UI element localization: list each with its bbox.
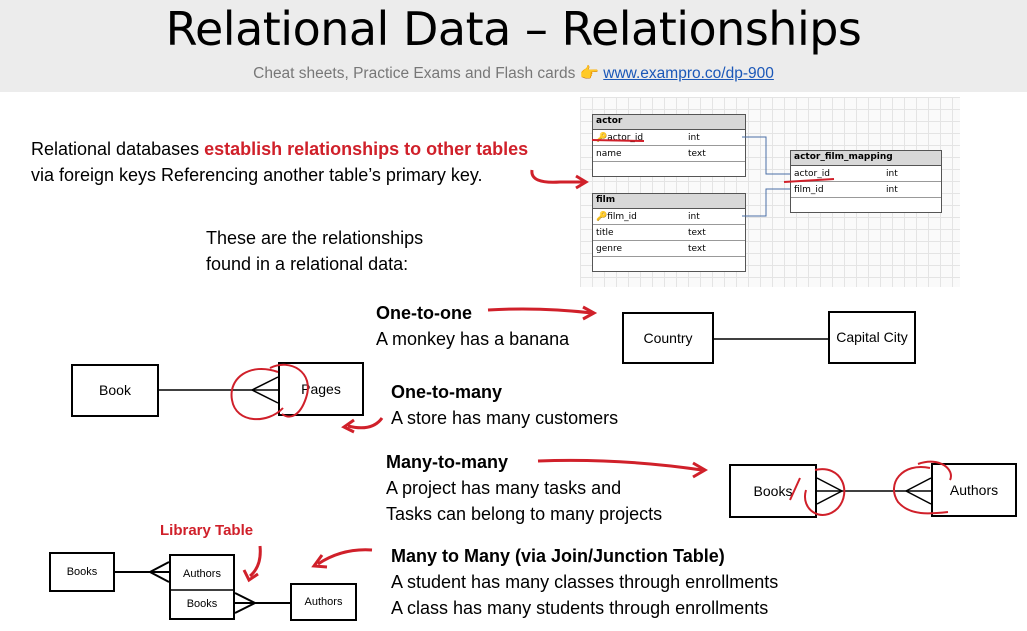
er-row: actor_id int — [791, 166, 941, 182]
er-table-film: film 🔑film_id int title text genre text — [592, 193, 746, 272]
page-title: Relational Data – Relationships — [165, 2, 862, 56]
red-circle — [892, 460, 952, 515]
junction-title: Many to Many (via Join/Junction Table) — [391, 546, 725, 566]
red-arrowhead — [575, 174, 589, 190]
entity-books: Books — [729, 464, 817, 518]
er-field: film_id — [607, 211, 637, 222]
er-row: 🔑film_id int — [593, 209, 745, 225]
er-type: text — [688, 243, 706, 254]
entity-capital-city: Capital City — [828, 311, 916, 364]
entity-authors-small: Authors — [290, 583, 357, 621]
crows-foot — [251, 376, 279, 404]
er-type: int — [886, 168, 898, 179]
er-field: actor_id — [794, 168, 830, 179]
one-to-many-desc: A store has many customers — [391, 408, 619, 428]
red-underline — [591, 139, 645, 142]
library-table-label: Library Table — [160, 522, 254, 539]
key-icon: 🔑 — [596, 211, 608, 222]
er-field: actor_id — [607, 132, 644, 143]
relationships-intro-2: found in a relational data: — [206, 254, 409, 274]
subtitle: Cheat sheets, Practice Exams and Flash c… — [0, 64, 1027, 83]
intro-text: Relational databases — [31, 139, 205, 159]
intro-line-2: via foreign keys Referencing another tab… — [31, 165, 483, 185]
exampro-link[interactable]: www.exampro.co/dp-900 — [603, 65, 774, 82]
red-arrowhead — [242, 569, 259, 583]
entity-country: Country — [622, 312, 714, 364]
pointing-hand-icon: 👉 — [579, 65, 599, 82]
crows-foot — [905, 477, 932, 505]
entity-authors: Authors — [931, 463, 1017, 517]
er-table-name: film — [593, 194, 745, 209]
red-arrow — [487, 307, 593, 315]
er-row: film_id int — [791, 182, 941, 198]
subtitle-text: Cheat sheets, Practice Exams and Flash c… — [253, 65, 576, 82]
er-row: genre text — [593, 241, 745, 257]
one-to-one-desc: A monkey has a banana — [376, 329, 570, 349]
er-row: title text — [593, 225, 745, 241]
entity-pages: Pages — [278, 362, 364, 416]
relationships-intro-1: These are the relationships — [206, 228, 424, 248]
er-field: genre — [596, 243, 622, 254]
red-underline — [783, 178, 835, 183]
red-arrow — [537, 458, 703, 472]
intro-highlight: establish relationships to other tables — [204, 139, 529, 159]
red-arrowhead — [341, 418, 355, 434]
red-circle — [269, 363, 309, 418]
er-type: int — [688, 211, 700, 222]
red-arrow — [248, 545, 262, 578]
junction-field-books: Books — [186, 598, 218, 610]
er-type: int — [886, 184, 898, 195]
er-table-name: actor — [593, 115, 745, 130]
er-type: text — [688, 148, 706, 159]
header-band: Relational Data – Relationships Cheat sh… — [0, 0, 1027, 92]
crows-foot — [816, 477, 843, 505]
many-to-many-desc-1: A project has many tasks and — [386, 478, 622, 498]
junction-table: Authors — [169, 554, 235, 620]
er-row: name text — [593, 146, 745, 162]
one-to-one-title: One-to-one — [376, 303, 472, 323]
red-arrow — [347, 417, 384, 430]
red-arrowhead — [692, 461, 708, 479]
er-type: text — [688, 227, 706, 238]
red-arrowhead — [582, 305, 598, 321]
er-field: title — [596, 227, 614, 238]
crows-foot — [149, 561, 170, 583]
entity-book: Book — [71, 364, 159, 417]
er-table-name: actor_film_mapping — [791, 151, 941, 166]
key-icon: 🔑 — [596, 132, 608, 143]
crows-foot — [234, 592, 256, 614]
red-arrowhead — [311, 554, 328, 569]
junction-desc-1: A student has many classes through enrol… — [391, 572, 779, 592]
red-arrow — [317, 548, 373, 566]
er-field: name — [596, 148, 622, 159]
er-row: 🔑actor_id int — [593, 130, 745, 146]
intro-line-1: Relational databases establish relations… — [31, 136, 528, 162]
er-type: int — [688, 132, 700, 143]
red-arrow — [530, 169, 584, 184]
red-circle — [789, 468, 846, 516]
er-table-actor: actor 🔑actor_id int name text — [592, 114, 746, 177]
junction-desc-2: A class has many students through enroll… — [391, 598, 769, 618]
er-connector — [742, 136, 790, 175]
one-to-many-title: One-to-many — [391, 382, 503, 402]
er-field: film_id — [794, 184, 824, 195]
er-connector — [742, 188, 790, 217]
entity-books-small: Books — [49, 552, 115, 592]
many-to-many-title: Many-to-many — [386, 452, 509, 472]
junction-field-authors: Authors — [183, 568, 221, 580]
red-circle — [230, 367, 284, 421]
many-to-many-desc-2: Tasks can belong to many projects — [386, 504, 663, 524]
